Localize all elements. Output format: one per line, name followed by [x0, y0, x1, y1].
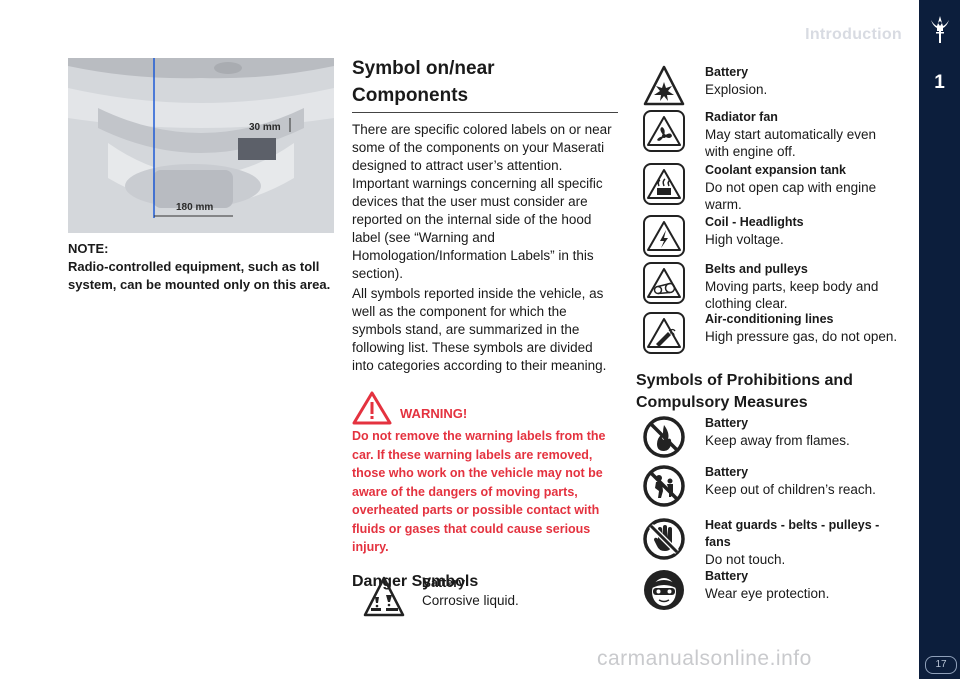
symbol-desc: High voltage. — [705, 232, 784, 247]
warning-triangle-icon — [352, 391, 392, 425]
chapter-side-band — [919, 0, 960, 679]
symbol-title: Belts and pulleys — [705, 262, 808, 276]
symbol-title: Battery — [705, 65, 749, 79]
high-voltage-icon — [643, 215, 685, 257]
symbol-title: Battery — [705, 416, 749, 430]
note-block: NOTE: Radio-controlled equipment, such a… — [68, 240, 338, 294]
symbol-title: Heat guards - belts - pulleys - fans — [705, 518, 880, 549]
danger-symbol-ac-lines: Air-conditioning lines High pressure gas… — [642, 311, 901, 355]
symbol-desc: Moving parts, keep body and clothing cle… — [705, 279, 879, 311]
windshield-photo: 180 mm 30 mm — [68, 58, 334, 233]
danger-symbol-explosion: Battery Explosion. — [642, 64, 901, 108]
symbol-desc: High pressure gas, do not open. — [705, 329, 898, 344]
symbol-desc: Wear eye protection. — [705, 586, 830, 601]
danger-symbol-coolant: Coolant expansion tank Do not open cap w… — [642, 162, 901, 213]
symbol-desc: Explosion. — [705, 82, 768, 97]
explosion-icon — [643, 65, 685, 106]
symbol-desc: Keep out of children’s reach. — [705, 482, 876, 497]
intro-paragraph: There are specific colored labels on or … — [352, 122, 612, 281]
symbol-title: Battery — [705, 465, 749, 479]
prohibition-no-children: Battery Keep out of children’s reach. — [642, 464, 901, 508]
prohibition-do-not-touch: Heat guards - belts - pulleys - fans Do … — [642, 517, 901, 568]
no-flames-icon — [643, 416, 685, 458]
section-title: Symbol on/near Components — [352, 55, 618, 113]
dimension-180: 180 mm — [176, 202, 213, 213]
coolant-tank-icon — [643, 163, 685, 205]
page-number: 17 — [925, 656, 957, 674]
symbols-column: Symbol on/near Components There are spec… — [352, 55, 618, 591]
danger-symbol-corrosive: Battery Corrosive liquid. — [362, 575, 519, 619]
chapter-number: 1 — [934, 72, 945, 93]
compulsory-eye-protection: Battery Wear eye protection. — [642, 568, 901, 612]
watermark: carmanualsonline.info — [597, 647, 812, 670]
eye-protection-icon — [644, 570, 684, 610]
prohibitions-title: Symbols of Prohibitions and Compulsory M… — [636, 372, 853, 411]
danger-symbol-high-voltage: Coil - Headlights High voltage. — [642, 214, 901, 258]
symbol-title: Battery — [705, 569, 749, 583]
symbol-title: Battery — [422, 576, 466, 590]
belts-pulleys-icon — [643, 262, 685, 304]
danger-symbols-title: Danger Symbols — [352, 572, 479, 590]
symbol-desc: Do not open cap with engine warm. — [705, 180, 877, 212]
danger-symbol-radiator-fan: Radiator fan May start automatically eve… — [642, 109, 901, 160]
note-text: Radio-controlled equipment, such as toll… — [68, 259, 331, 292]
danger-symbol-belts: Belts and pulleys Moving parts, keep bod… — [642, 261, 901, 312]
symbol-title: Air-conditioning lines — [705, 312, 834, 326]
summary-paragraph: All symbols reported inside the vehicle,… — [352, 286, 607, 373]
warning-label: WARNING! — [400, 405, 468, 421]
symbol-desc: Keep away from flames. — [705, 433, 850, 448]
symbol-desc: Do not touch. — [705, 552, 786, 567]
prohibition-no-flames: Battery Keep away from flames. — [642, 415, 901, 459]
warning-text: Do not remove the warning labels from th… — [352, 429, 606, 554]
page-title: Introduction — [805, 26, 902, 43]
symbol-desc: Corrosive liquid. — [422, 593, 519, 608]
symbol-desc: May start automatically even with engine… — [705, 127, 877, 159]
corrosive-liquid-icon — [363, 576, 405, 617]
symbol-title: Coil - Headlights — [705, 215, 804, 229]
symbol-title: Radiator fan — [705, 110, 778, 124]
warning-block: WARNING! Do not remove the warning label… — [352, 391, 618, 557]
note-label: NOTE: — [68, 241, 109, 256]
ac-lines-icon — [643, 312, 685, 354]
radiator-fan-icon — [643, 110, 685, 152]
do-not-touch-icon — [643, 518, 685, 560]
dimension-30: 30 mm — [249, 122, 281, 133]
no-children-icon — [643, 465, 685, 507]
symbol-title: Coolant expansion tank — [705, 163, 846, 177]
maserati-trident-logo — [931, 16, 949, 43]
